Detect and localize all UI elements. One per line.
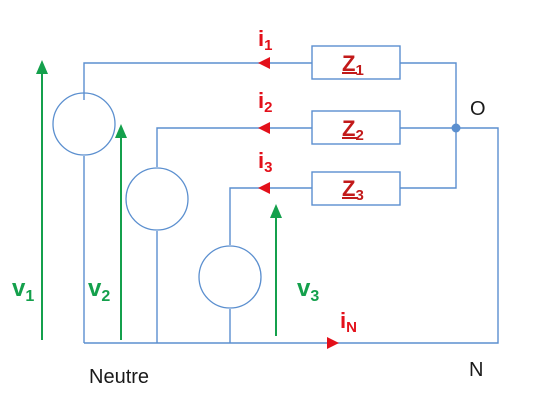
current-arrow-i3 [258,182,270,194]
svg-text:Z2: Z2 [342,116,364,144]
voltage-arrow-v2 [115,124,127,340]
impedance-label-z2: Z2 [342,116,364,144]
voltage-label-v2: v2 [88,275,110,305]
voltage-arrow-v3 [270,204,282,336]
impedance-box-2 [311,110,401,145]
phase-1-wire [83,62,457,128]
star-point-node [451,123,461,133]
voltage-source-1 [52,92,116,156]
impedance-box-1 [311,45,401,80]
current-label-i2: i2 [258,88,272,116]
neutral-point-label: N [469,359,483,381]
impedance-box-3 [311,171,401,206]
svg-text:Z3: Z3 [342,176,364,204]
voltage-source-3 [198,245,262,309]
neutral-return-wire [84,127,499,344]
phase-3-wire [229,128,457,245]
svg-text:Z1: Z1 [342,51,364,79]
current-arrow-iN [327,337,339,349]
current-label-i1: i1 [258,26,272,54]
voltage-source-2 [125,167,189,231]
impedance-label-z3: Z3 [342,176,364,204]
current-arrow-i2 [258,122,270,134]
voltage-arrow-v1 [36,60,48,340]
phase-2-wire [156,127,456,167]
neutral-line-label: Neutre [89,366,149,388]
wires [83,62,499,344]
current-arrow-i1 [258,57,270,69]
voltage-label-v1: v1 [12,275,34,305]
current-label-i3: i3 [258,148,272,176]
current-label-iN: iN [340,308,357,336]
voltage-label-v3: v3 [297,275,319,305]
impedance-label-z1: Z1 [342,51,364,79]
star-point-label: O [470,98,486,120]
